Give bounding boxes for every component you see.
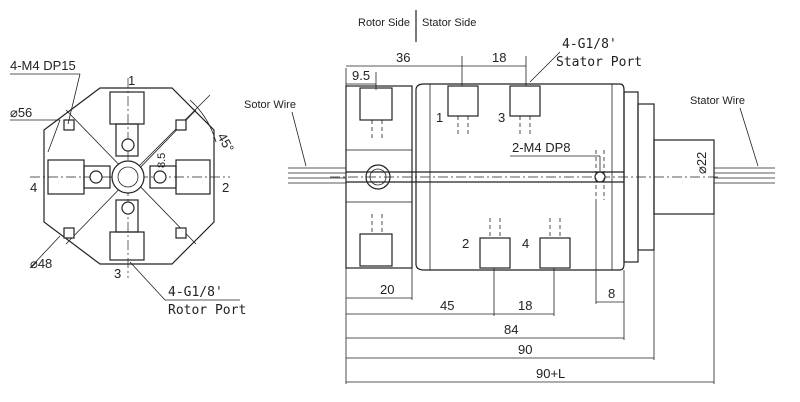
dim-84: 84 (504, 322, 518, 337)
thread-label: 2-M4 DP8 (512, 140, 571, 155)
side-view: Rotor Side Stator Side (244, 10, 775, 384)
stator-port-label-1: 4-G1/8' (562, 37, 617, 52)
bolt-circle-label: ⌀48 (30, 256, 52, 271)
sotor-wire-label: Sotor Wire (244, 99, 296, 111)
dim-90: 90 (518, 342, 532, 357)
center-bore (111, 160, 145, 194)
port-number-3: 3 (114, 266, 121, 281)
mount-hole-label: 4-M4 DP15 (10, 58, 76, 73)
side-port-4: 4 (522, 236, 529, 251)
shaft-extension (653, 139, 715, 215)
shaft-dia-label: ⌀22 (694, 152, 709, 174)
port-number-2: 2 (222, 180, 229, 195)
end-view: 4-M4 DP15 ⌀56 ⌀48 45° 8.5 1 2 3 4 4-G1/8… (10, 58, 246, 318)
port-number-4: 4 (30, 180, 37, 195)
stator-body (415, 83, 625, 271)
dim-20: 20 (380, 282, 394, 297)
rotor-side-label: Rotor Side (358, 17, 410, 29)
port-3-rect (109, 231, 145, 261)
rotor-port-label-1: 4-G1/8' (168, 285, 223, 300)
dim-36: 36 (396, 50, 410, 65)
rotor-wire (288, 167, 346, 184)
port-number-1: 1 (128, 73, 135, 88)
angle-label: 45° (214, 130, 237, 155)
side-port-2: 2 (462, 236, 469, 251)
mount-holes (63, 119, 187, 239)
rotor-port-label-2: Rotor Port (168, 303, 246, 318)
port-1-rect (109, 91, 145, 125)
stator-port-label-2: Stator Port (556, 55, 642, 70)
dim-18-top: 18 (492, 50, 506, 65)
dim-18-bottom: 18 (518, 298, 532, 313)
side-port-3: 3 (498, 110, 505, 125)
outer-dia-label: ⌀56 (10, 105, 32, 120)
dim-9-5: 9.5 (352, 68, 370, 83)
side-port-1: 1 (436, 110, 443, 125)
dim-8: 8 (608, 286, 615, 301)
stator-wire-label: Stator Wire (690, 95, 745, 107)
dim-45: 45 (440, 298, 454, 313)
stator-wire (714, 167, 775, 184)
dim-90-l: 90+L (536, 366, 565, 381)
flange-outline (43, 87, 215, 265)
small-dim-label: 8.5 (156, 153, 168, 168)
stator-side-label: Stator Side (422, 17, 476, 29)
